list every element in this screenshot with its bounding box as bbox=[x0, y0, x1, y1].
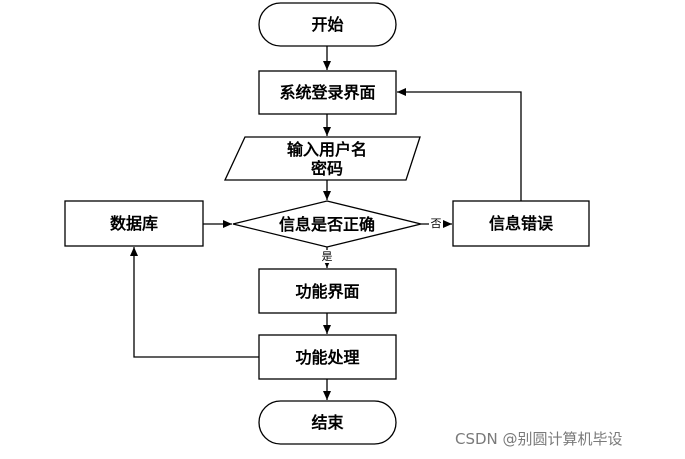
end-label: 结束 bbox=[310, 413, 344, 432]
start-label: 开始 bbox=[311, 15, 343, 34]
input-label-line1: 输入用户名 bbox=[287, 140, 367, 159]
function-process-node: 功能处理 bbox=[258, 334, 397, 380]
info-error-node: 信息错误 bbox=[452, 200, 590, 247]
start-node: 开始 bbox=[258, 2, 397, 47]
decision-label: 信息是否正确 bbox=[279, 215, 375, 234]
login-screen-node: 系统登录界面 bbox=[258, 70, 397, 115]
function-screen-label: 功能界面 bbox=[295, 282, 359, 301]
function-process-label: 功能处理 bbox=[295, 348, 359, 367]
login-screen-label: 系统登录界面 bbox=[279, 83, 375, 102]
edge-label-yes: 是 bbox=[322, 250, 333, 263]
edge-error-to-login bbox=[397, 88, 522, 201]
database-label: 数据库 bbox=[110, 214, 158, 233]
database-node: 数据库 bbox=[64, 200, 204, 247]
input-node: 输入用户名 密码 bbox=[223, 136, 421, 181]
edge-process-to-database bbox=[130, 247, 259, 358]
decision-node: 信息是否正确 bbox=[232, 200, 422, 248]
watermark: CSDN @别圆计算机毕设 bbox=[455, 430, 623, 448]
input-label-line2: 密码 bbox=[310, 159, 343, 178]
yes-label-bg bbox=[320, 250, 334, 263]
no-label-bg bbox=[429, 216, 443, 230]
function-screen-node: 功能界面 bbox=[258, 268, 397, 314]
info-error-label: 信息错误 bbox=[489, 214, 554, 233]
end-node: 结束 bbox=[258, 400, 397, 445]
edge-label-no: 否 bbox=[431, 217, 442, 230]
